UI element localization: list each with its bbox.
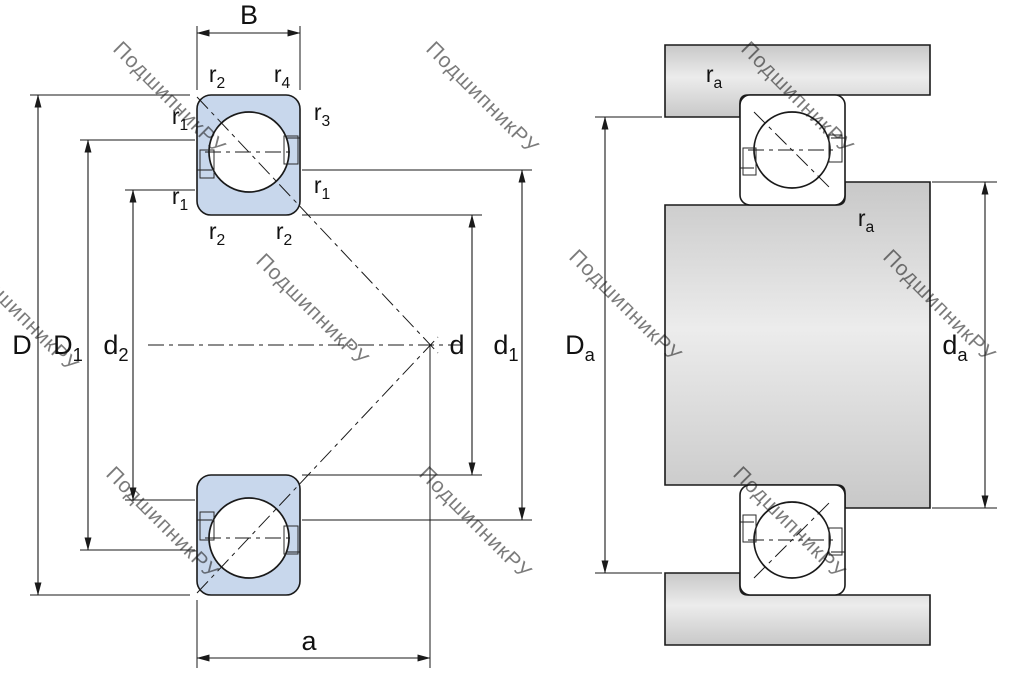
watermark-text: ПодшипникРУ <box>414 462 536 584</box>
cage-segment <box>742 514 757 543</box>
fillet-label-r4-top-right: r4 <box>274 61 291 92</box>
fillet-label-r1-upper-left: r1 <box>172 103 188 134</box>
watermark-text: ПодшипникРУ <box>421 37 543 159</box>
left-view-cross-section: B D D1 d2 d d1 a r2 r4 r1 r3 r1 r1 r2 r2 <box>12 0 532 668</box>
right-view-mounting: ra ra Da da <box>565 44 997 646</box>
contact-line-upper <box>196 96 439 354</box>
contact-line-lower <box>196 336 439 594</box>
dim-label-a: a <box>301 626 317 656</box>
dim-label-d1: d1 <box>493 330 518 365</box>
cage-segment <box>283 135 299 165</box>
fillet-label-ra-housing: ra <box>706 61 723 92</box>
fillet-label-r1-lower-left: r1 <box>172 183 188 214</box>
cage-segment <box>742 147 757 176</box>
fillet-label-r2-top-left: r2 <box>209 61 225 92</box>
fillet-label-r3-upper-right: r3 <box>314 99 330 130</box>
dim-label-Da: Da <box>565 330 596 365</box>
dim-label-d: d <box>449 330 464 360</box>
extension-lines-left-view <box>30 26 532 668</box>
dim-label-d2: d2 <box>103 330 128 365</box>
shaft-section <box>664 181 931 509</box>
dim-label-D: D <box>12 330 32 360</box>
cage-segment <box>199 149 215 179</box>
cage-segment <box>199 511 215 541</box>
center-and-contact-lines <box>148 96 462 594</box>
cage-segment <box>828 134 843 163</box>
dimension-lines-left-view <box>34 29 526 662</box>
cage-segment <box>283 525 299 555</box>
fillet-label-ra-shaft: ra <box>858 205 875 236</box>
fillet-label-r2-bottom-left: r2 <box>209 218 225 249</box>
dim-label-D1: D1 <box>53 330 83 365</box>
cage-segment <box>828 527 843 556</box>
dim-label-B: B <box>240 0 258 30</box>
fillet-label-r1-lower-right: r1 <box>314 172 330 203</box>
contact-line <box>753 501 831 579</box>
watermark-text: ПодшипникРУ <box>251 249 373 371</box>
contact-line <box>753 111 831 189</box>
dim-label-da: da <box>942 330 968 365</box>
fillet-label-r2-bottom-right: r2 <box>276 218 292 249</box>
